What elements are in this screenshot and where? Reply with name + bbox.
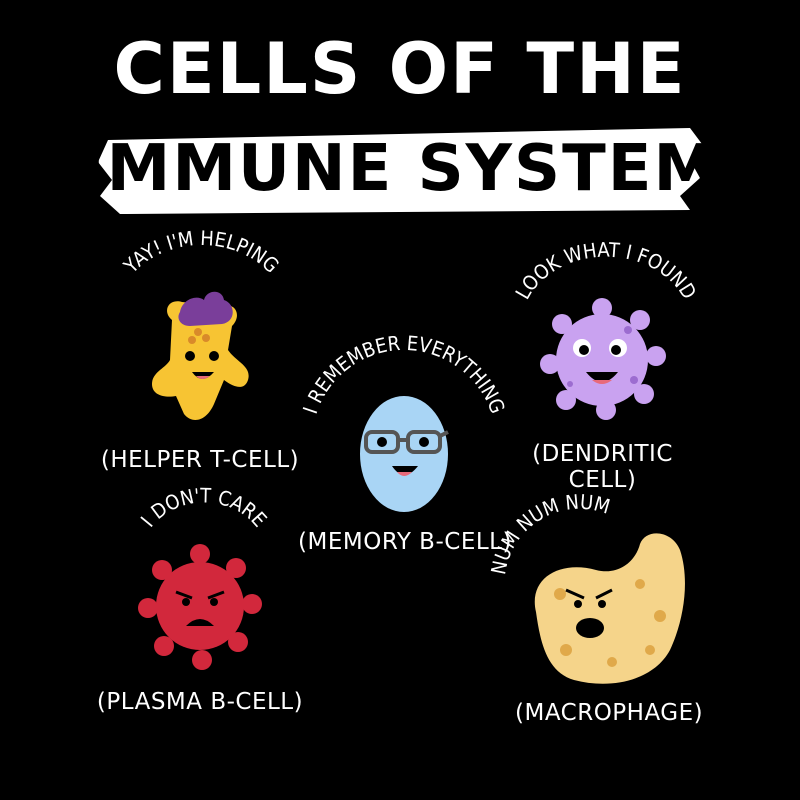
caption-memory-b-cell: I REMEMBER EVERYTHING: [298, 331, 510, 417]
caption-macrophage: NUM NUM NUM: [486, 490, 613, 577]
macrophage-illustration: [534, 533, 685, 684]
name-helper-t-cell: (HELPER T-CELL): [100, 447, 300, 473]
caption-plasma-b-cell: I DON'T CARE: [136, 483, 272, 531]
dendritic-cell-illustration: [540, 298, 666, 420]
name-dendritic-cell: (DENDRITIC CELL): [532, 441, 673, 493]
caption-dendritic-cell: LOOK WHAT I FOUND: [510, 238, 701, 304]
plasma-b-cell-illustration: [138, 544, 262, 670]
memory-b-cell-illustration: [360, 396, 449, 512]
title-line-1: CELLS OF THE: [113, 28, 687, 110]
helper-t-cell-illustration: [152, 291, 249, 420]
title-line-2: IMMUNE SYSTEM: [80, 132, 720, 206]
name-memory-b-cell: (MEMORY B-CELL): [298, 529, 512, 555]
name-macrophage: (MACROPHAGE): [515, 700, 704, 726]
caption-helper-t-cell: YAY! I'M HELPING: [118, 226, 284, 278]
name-plasma-b-cell: (PLASMA B-CELL): [96, 689, 304, 715]
